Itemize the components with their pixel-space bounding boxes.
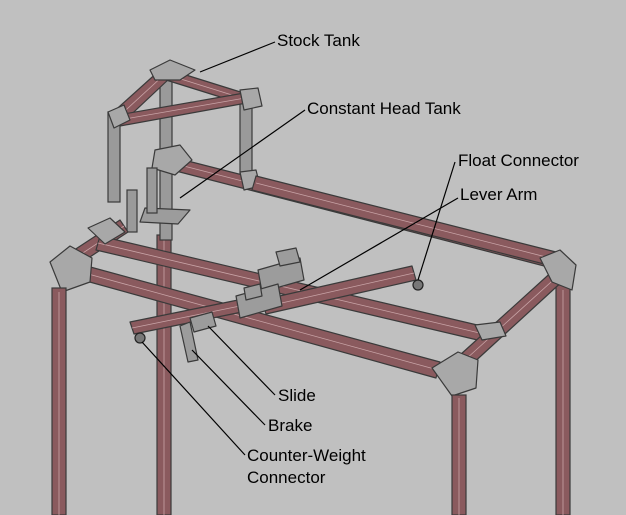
label-lever-arm: Lever Arm <box>460 185 538 204</box>
label-slide: Slide <box>278 386 316 405</box>
corner-bracket-front-right <box>431 351 479 397</box>
corner-bracket-inner-left <box>87 217 126 245</box>
label-constant-head-tank: Constant Head Tank <box>307 99 461 118</box>
leader-lever-arm <box>299 197 459 291</box>
stock-right-bracket <box>239 87 263 111</box>
chtank-left-bracket <box>151 144 193 176</box>
leader-constant-head-tank <box>179 109 306 199</box>
leader-stock-tank <box>199 41 276 73</box>
label-counter-weight-line2: Connector <box>247 468 326 487</box>
float-connector-wheel <box>412 279 424 291</box>
label-counter-weight-connector: Counter-Weight Connector <box>247 445 366 489</box>
main-top-frame <box>49 175 577 397</box>
lever-assembly <box>129 247 424 363</box>
stock-left-bracket <box>107 104 131 129</box>
posts <box>156 234 571 515</box>
leader-counter-weight <box>141 341 246 456</box>
stock-post-right <box>239 99 253 181</box>
label-counter-weight-line1: Counter-Weight <box>247 446 366 465</box>
label-float-connector: Float Connector <box>458 151 579 170</box>
leader-brake <box>191 349 266 426</box>
label-stock-tank: Stock Tank <box>277 31 360 50</box>
front-posts <box>51 287 467 515</box>
leader-lines <box>141 41 459 456</box>
pivot-block-lower <box>235 283 283 319</box>
counter-weight-wheel <box>134 332 146 344</box>
corner-bracket-back-right <box>539 249 577 291</box>
leader-slide <box>207 325 276 396</box>
stock-top-bracket <box>149 59 196 81</box>
leader-float-connector <box>417 161 456 281</box>
corner-bracket-mid-right <box>474 321 507 341</box>
corner-bracket-front-left <box>49 245 93 293</box>
label-brake: Brake <box>268 416 313 435</box>
